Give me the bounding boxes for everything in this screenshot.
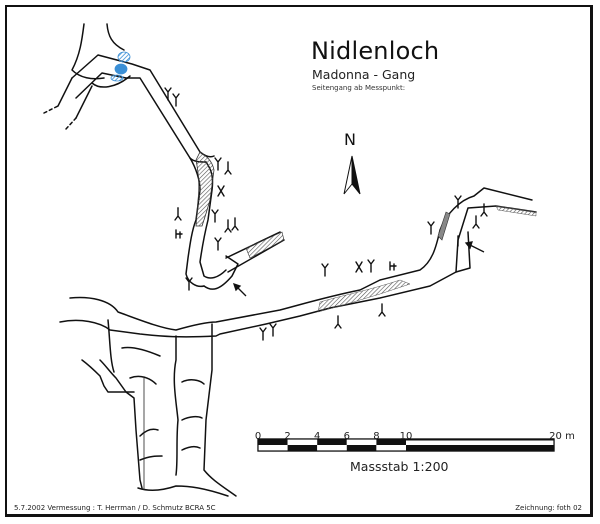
stalagmite-symbol <box>231 217 239 231</box>
passage-dash-left-1 <box>43 105 59 114</box>
north-label: N <box>344 130 356 149</box>
passage-dash-left-2 <box>65 117 77 130</box>
shaft-right-wall <box>203 323 237 497</box>
stalactite-symbol <box>259 327 267 341</box>
scale-bar-segment <box>406 439 554 441</box>
shaft-ledge-mark-5 <box>181 415 203 421</box>
hatched-right-upper <box>495 205 537 217</box>
map-subtitle: Madonna - Gang <box>312 67 416 82</box>
scale-bar-segment <box>287 445 318 451</box>
passage-lower-wall-1 <box>75 72 207 163</box>
scale-bar <box>257 438 555 452</box>
shaft-left-ledge <box>81 359 135 393</box>
cave-wall-entrance-right <box>106 23 125 51</box>
scale-tick-label: 6 <box>343 431 350 442</box>
stalagmite-symbol <box>472 215 480 229</box>
water-sump-2 <box>114 63 128 75</box>
scale-bar-segment <box>317 439 347 445</box>
stalactite-symbol <box>214 237 222 251</box>
passage-mid-left-wall <box>185 157 205 288</box>
scale-title: Massstab 1:200 <box>350 459 449 474</box>
stalactite-symbol <box>164 87 172 101</box>
scale-bar-segment <box>287 439 318 445</box>
shaft-left-wall <box>107 319 115 373</box>
scale-tick-label: 10 <box>399 431 413 442</box>
drawing-credits: Zeichnung: foth 02 <box>515 504 582 512</box>
scale-bar-outline <box>257 438 555 452</box>
passage-bottom-loop <box>203 255 239 290</box>
map-title: Nidlenloch <box>311 37 440 65</box>
map-note: Seitengang ab Messpunkt: <box>312 84 406 92</box>
hatched-side-branch <box>245 231 285 259</box>
passage-left-lines-2 <box>75 85 93 119</box>
flow-arrow-left <box>232 282 247 297</box>
scale-bar-segment <box>346 439 377 445</box>
main-passage-lower <box>59 205 537 338</box>
helictite-symbol <box>217 185 225 197</box>
rimstone-symbol <box>175 229 183 239</box>
passage-upper-wall-1 <box>71 54 215 158</box>
water-sump-1 <box>117 51 131 63</box>
scale-bar-segment <box>317 445 347 451</box>
shaft-ledge-mark-1 <box>121 346 161 357</box>
map-frame <box>5 5 593 517</box>
shaft-ledge-mark-4 <box>139 428 159 437</box>
helictite-symbol <box>355 261 363 273</box>
water-sump-3 <box>110 74 124 82</box>
shaft-left-outer <box>99 359 143 489</box>
cave-wall-entrance-left <box>71 23 105 80</box>
stalactite-symbol <box>214 157 222 171</box>
scale-tick-label: 4 <box>314 431 321 442</box>
hatched-sediment-mid <box>195 151 215 227</box>
stalagmite-symbol <box>174 207 182 221</box>
scale-bar-segment <box>406 440 554 445</box>
scale-bar-segment <box>406 445 554 451</box>
sump-outline <box>91 75 131 88</box>
scale-bar-segment <box>258 439 288 445</box>
flow-arrow-right <box>464 241 485 253</box>
shaft-center-crack <box>173 335 179 476</box>
stalagmite-symbol <box>334 315 342 329</box>
scale-tick-label: 2 <box>284 431 291 442</box>
stalactite-symbol <box>454 195 462 209</box>
stalactite-symbol <box>321 263 329 277</box>
stalagmite-symbol <box>224 219 232 233</box>
shaft-ledge-mark-6 <box>139 455 163 461</box>
shaft-bottom <box>137 485 229 497</box>
stalagmite-symbol <box>480 203 488 217</box>
stalactite-symbol <box>427 221 435 235</box>
stalagmite-symbol <box>378 303 386 317</box>
grey-flowstone-right <box>437 211 451 241</box>
scale-bar-segment <box>376 445 406 451</box>
scale-tick-label: 0 <box>254 431 262 442</box>
survey-credits: 5.7.2002 Vermessung : T. Herrman / D. Sc… <box>14 504 216 512</box>
stalactite-symbol <box>211 209 219 223</box>
scale-tick-label: 8 <box>373 431 380 442</box>
stalactite-symbol <box>185 277 193 291</box>
shaft-ledge-mark-3 <box>181 379 205 385</box>
stalactite-symbol <box>367 259 375 273</box>
north-arrow-icon <box>343 155 361 195</box>
rimstone-symbol <box>389 261 397 271</box>
stalagmite-symbol <box>224 161 232 175</box>
scale-bar-segment <box>346 445 377 451</box>
stalactite-symbol <box>172 93 180 107</box>
scale-bar-segment <box>376 439 406 445</box>
scale-tick-label: 20 m <box>549 431 575 442</box>
scale-bar-segment <box>258 445 288 451</box>
main-passage-upper <box>69 187 533 331</box>
shaft-ledge-mark-7 <box>181 445 201 451</box>
stalactite-symbol <box>269 323 277 337</box>
passage-left-lines-1 <box>57 77 73 107</box>
shaft-ledge-mark-2 <box>129 375 157 385</box>
hatched-main-floor <box>317 279 411 313</box>
